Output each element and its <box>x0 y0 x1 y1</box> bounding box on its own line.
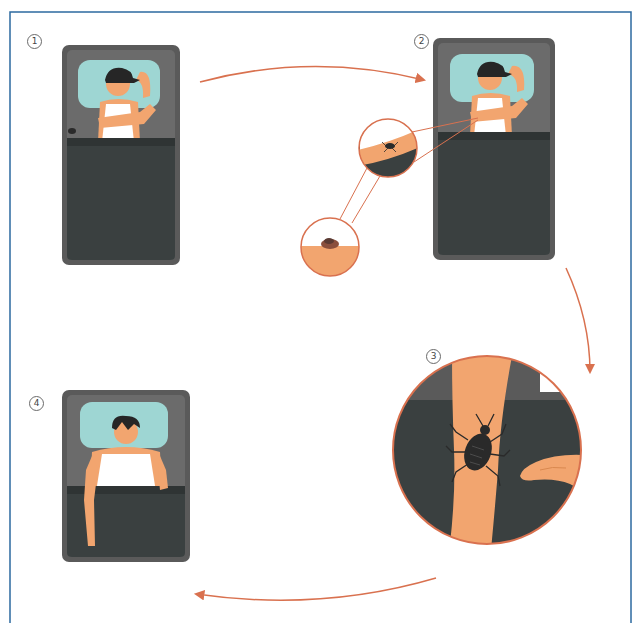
zoom-skin <box>298 218 362 280</box>
zoom-arm <box>355 115 425 185</box>
frame <box>10 12 631 623</box>
callout-number: 2 <box>414 34 429 49</box>
bed-sleeping <box>62 45 180 265</box>
callout-number: 3 <box>426 349 441 364</box>
callout-number: 4 <box>29 396 44 411</box>
cycle-arrow <box>196 578 436 600</box>
bed-bitten <box>433 38 555 260</box>
zoom-leader <box>340 118 478 223</box>
zoom-bug <box>392 356 596 560</box>
bed-awake <box>62 390 190 562</box>
callout-number: 1 <box>27 34 42 49</box>
cycle-arrow <box>200 66 424 82</box>
cycle-arrow <box>566 268 590 372</box>
